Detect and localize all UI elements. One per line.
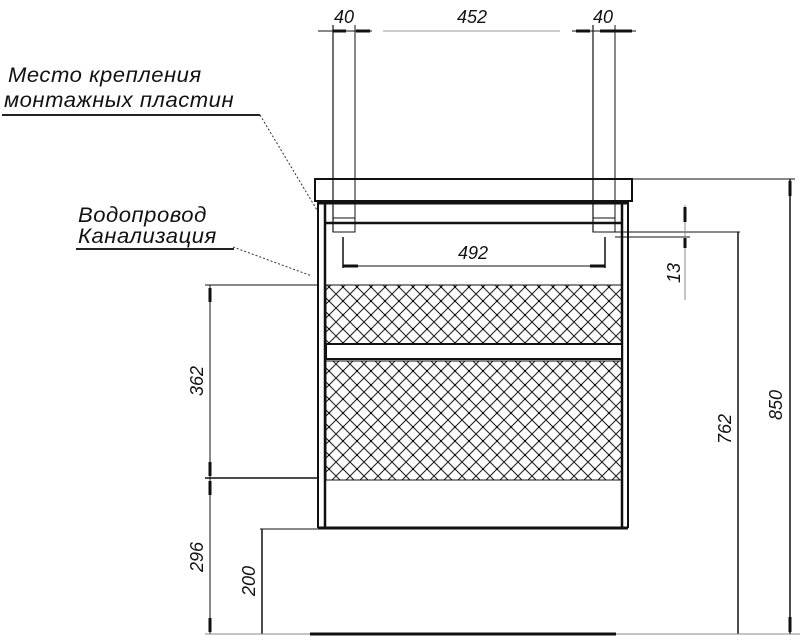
dim-762: 762 (715, 413, 736, 445)
dim-362: 362 (187, 365, 208, 397)
pipes-label-line2: Канализация (78, 225, 217, 248)
dim-inner-492: 492 (458, 243, 489, 263)
dimension-492 (342, 237, 606, 268)
pipes-label-underline (76, 248, 234, 250)
mount-plates-label-line2: монтажных пластин (4, 89, 235, 112)
left-dimensions (205, 284, 318, 634)
mount-plates-label-line1: Место крепления (8, 64, 202, 87)
mount-label-underline (2, 114, 260, 116)
countertop (314, 178, 633, 233)
drawer-top (325, 284, 623, 345)
top-dimension-chain (318, 25, 636, 232)
drawer-divider (325, 343, 623, 360)
dim-296: 296 (187, 541, 208, 573)
dim-200: 200 (239, 565, 260, 597)
dim-13: 13 (664, 262, 685, 284)
leader-lines (232, 114, 318, 277)
pipes-label-line1: Водопровод (78, 204, 207, 227)
drawer-bottom (325, 360, 623, 481)
right-dimensions (615, 178, 795, 634)
dim-top-left-40: 40 (334, 7, 355, 27)
dim-850: 850 (766, 389, 787, 421)
dim-top-right-40: 40 (593, 7, 614, 27)
dim-top-452: 452 (457, 7, 488, 27)
